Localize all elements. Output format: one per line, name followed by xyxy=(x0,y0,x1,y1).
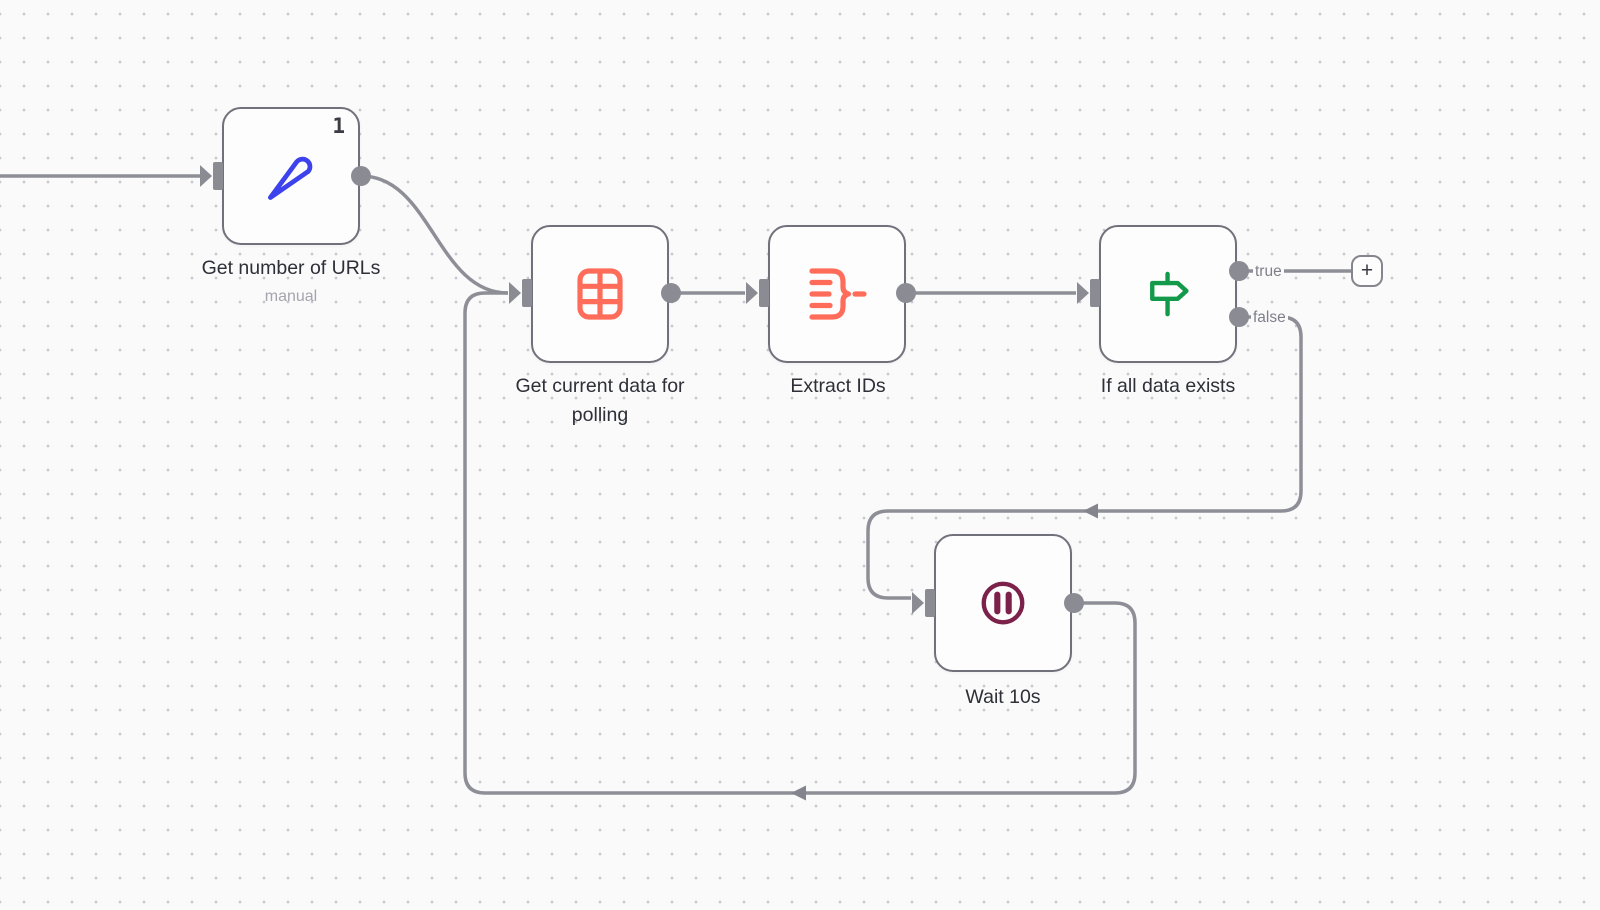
input-port-extract-ids[interactable] xyxy=(746,279,769,307)
output-label-true: true xyxy=(1253,263,1284,281)
edge-if-false-to-wait[interactable] xyxy=(866,315,1303,600)
node-label-get-current-data: Get current data for polling xyxy=(492,372,708,431)
pencil-icon xyxy=(268,156,313,200)
node-title: Extract IDs xyxy=(790,375,886,397)
items-count-badge: 1 xyxy=(332,114,345,138)
edge-arrow-icon xyxy=(791,785,806,801)
pause-icon xyxy=(981,581,1025,625)
node-label-if-all-data-exists: If all data exists xyxy=(1028,372,1308,401)
node-title: Wait 10s xyxy=(965,686,1041,708)
output-label-false: false xyxy=(1251,309,1288,327)
node-label-get-number-of-urls: Get number of URLs manual xyxy=(151,254,431,309)
node-if-all-data-exists[interactable] xyxy=(1099,225,1237,363)
aggregate-icon xyxy=(809,268,867,320)
input-port-get-number-of-urls[interactable] xyxy=(200,162,223,190)
node-label-wait-10s: Wait 10s xyxy=(863,683,1143,712)
node-title: If all data exists xyxy=(1100,375,1236,397)
node-title: Get current data for polling xyxy=(515,375,685,427)
add-node-button[interactable]: + xyxy=(1351,255,1383,287)
input-port-get-current-data[interactable] xyxy=(509,279,532,307)
signpost-icon xyxy=(1150,271,1189,317)
node-subtitle: manual xyxy=(264,288,318,306)
node-label-extract-ids: Extract IDs xyxy=(698,372,978,401)
table-icon xyxy=(577,268,623,320)
node-extract-ids[interactable] xyxy=(768,225,906,363)
node-title: Get number of URLs xyxy=(201,257,381,279)
node-get-current-data-for-polling[interactable] xyxy=(531,225,669,363)
input-port-wait-10s[interactable] xyxy=(912,589,935,617)
node-get-number-of-urls[interactable]: 1 xyxy=(222,107,360,245)
input-port-if-all-data-exists[interactable] xyxy=(1077,279,1100,307)
node-wait-10s[interactable] xyxy=(934,534,1072,672)
edge-arrow-icon xyxy=(1083,503,1098,519)
